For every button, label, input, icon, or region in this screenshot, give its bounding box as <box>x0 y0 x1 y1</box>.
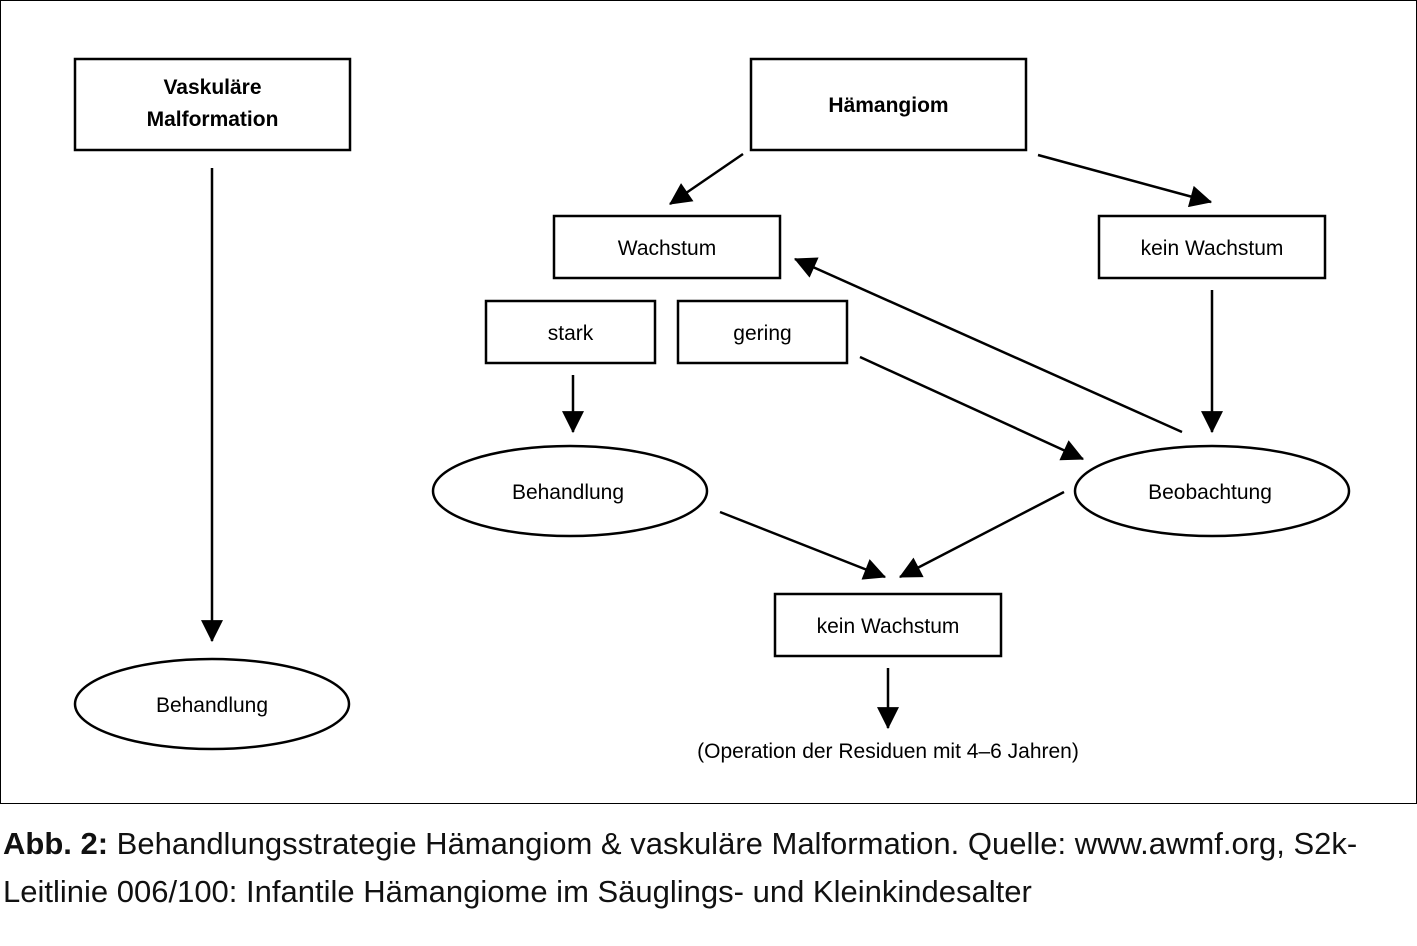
arrow-observation-to-no-growth <box>899 490 1065 579</box>
vascular-malformation-label-1: Vaskuläre <box>163 76 261 99</box>
node-hemangioma: Hämangiom <box>749 57 1028 152</box>
node-no-growth-bottom: kein Wachstum <box>773 592 1003 658</box>
node-vascular-malformation: Vaskuläre Malformation <box>73 57 352 152</box>
node-vascular-treatment: Behandlung <box>73 657 351 751</box>
caption-text: Behandlungsstrategie Hämangiom & vaskulä… <box>3 826 1358 909</box>
arrow-low-to-observation <box>859 355 1085 461</box>
node-observation: Beobachtung <box>1073 444 1351 538</box>
hemangioma-label: Hämangiom <box>828 94 948 117</box>
vascular-malformation-label-2: Malformation <box>147 108 279 131</box>
flowchart: Vaskuläre Malformation Behandlung Hämang… <box>73 57 1351 763</box>
node-growth: Wachstum <box>552 214 782 280</box>
arrow-hemangioma-to-growth <box>669 152 744 206</box>
arrow-hemangioma-to-no-growth <box>1037 153 1213 208</box>
low-label: gering <box>733 322 791 345</box>
arrow-treatment-to-no-growth <box>719 510 887 580</box>
hemangioma-treatment-label: Behandlung <box>512 481 624 504</box>
caption-label: Abb. 2: <box>3 826 109 861</box>
no-growth-bottom-label: kein Wachstum <box>817 615 960 638</box>
no-growth-top-label: kein Wachstum <box>1141 237 1284 260</box>
residue-note: (Operation der Residuen mit 4–6 Jahren) <box>697 740 1079 763</box>
arrow-observation-to-growth <box>793 257 1183 434</box>
observation-label: Beobachtung <box>1148 481 1272 504</box>
vascular-treatment-label: Behandlung <box>156 694 268 717</box>
node-no-growth-top: kein Wachstum <box>1097 214 1327 280</box>
node-hemangioma-treatment: Behandlung <box>431 444 709 538</box>
growth-label: Wachstum <box>618 237 716 260</box>
node-strong: stark <box>484 299 657 365</box>
figure-caption: Abb. 2: Behandlungsstrategie Hämangiom &… <box>3 820 1413 916</box>
node-low: gering <box>676 299 849 365</box>
strong-label: stark <box>548 322 594 345</box>
